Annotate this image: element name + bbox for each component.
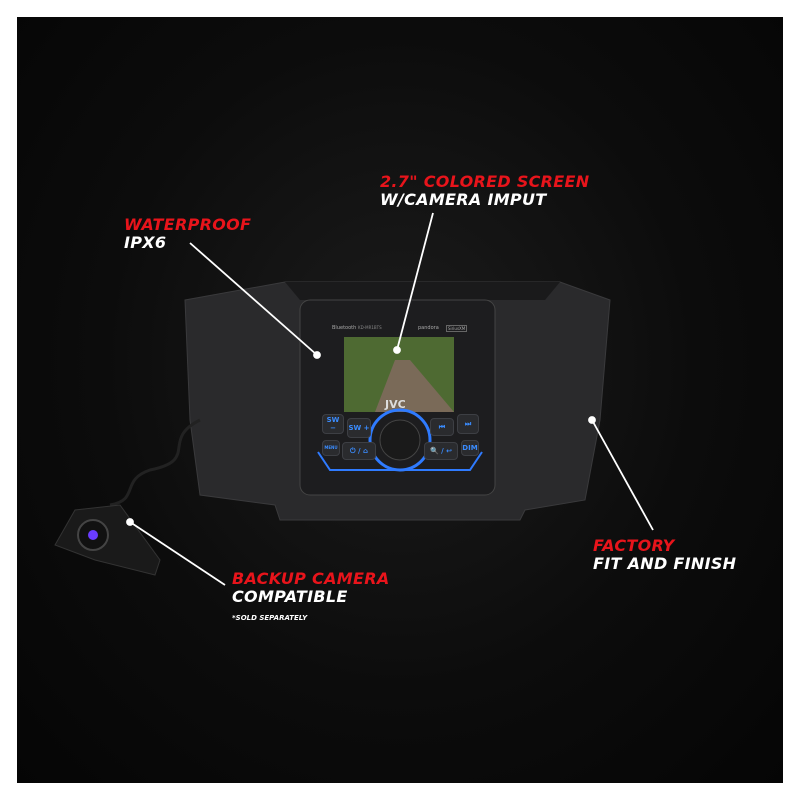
screen-path bbox=[375, 360, 454, 412]
sold-separately-note: *SOLD SEPARATELY bbox=[232, 614, 308, 622]
power-home-button[interactable]: ⏻ / ⌂ bbox=[342, 442, 376, 460]
housing-lip bbox=[285, 282, 560, 300]
factory-callout-subtitle: FIT AND FINISH bbox=[593, 554, 737, 573]
sw-minus-button[interactable]: SW − bbox=[322, 414, 344, 434]
camera-cable bbox=[109, 418, 201, 507]
factory-callout-title: FACTORY bbox=[593, 536, 675, 555]
search-back-button[interactable]: 🔍 / ↩ bbox=[424, 442, 458, 460]
led-strip bbox=[317, 451, 483, 471]
next-track-button[interactable]: ⏭ bbox=[457, 414, 479, 434]
camera-callout-subtitle: COMPATIBLE bbox=[232, 587, 348, 606]
dim-button[interactable]: DIM bbox=[461, 440, 479, 456]
screen-callout-subtitle: W/CAMERA IMPUT bbox=[380, 190, 547, 209]
bluetooth-logo: Bluetooth bbox=[332, 325, 357, 331]
lens-glare bbox=[88, 530, 98, 540]
siriusxm-logo: SiriusXM bbox=[446, 325, 468, 332]
jvc-logo: JVC bbox=[385, 398, 406, 411]
waterproof-callout-subtitle: IPX6 bbox=[124, 233, 167, 252]
previous-track-button[interactable]: ⏮ bbox=[430, 418, 454, 436]
waterproof-callout-title: WATERPROOF bbox=[124, 215, 252, 234]
screen-callout-title: 2.7" COLORED SCREEN bbox=[380, 172, 590, 191]
sw-plus-button[interactable]: SW + bbox=[347, 418, 371, 438]
camera-callout-title: BACKUP CAMERA bbox=[232, 569, 390, 588]
menu-button[interactable]: MENU bbox=[322, 440, 340, 456]
pandora-logo: pandora bbox=[418, 325, 439, 331]
volume-knob bbox=[379, 419, 421, 461]
model-number: KD-MR1BTS bbox=[358, 325, 382, 330]
